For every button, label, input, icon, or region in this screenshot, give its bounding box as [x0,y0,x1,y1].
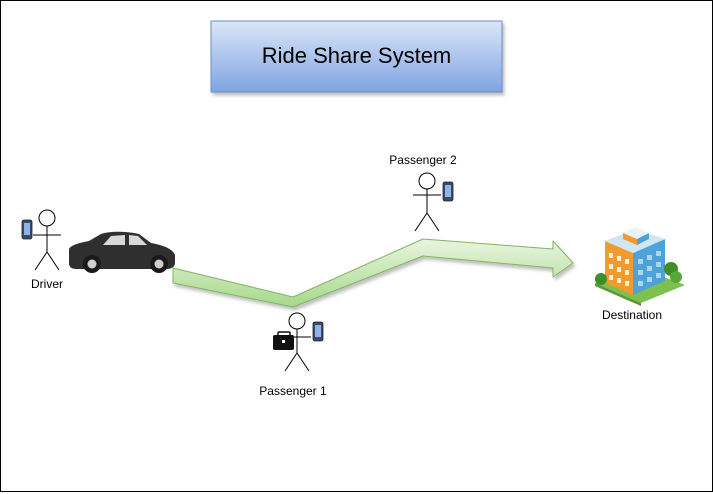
phone-icon [312,321,324,342]
title-box: Ride Share System [210,20,503,93]
building-icon [595,227,685,306]
car-icon [69,231,175,273]
driver-label: Driver [31,277,63,291]
driver: Driver [21,209,175,291]
briefcase-icon [273,331,294,350]
destination-label: Destination [602,308,662,322]
phone-icon [442,181,454,202]
phone-icon [21,219,33,240]
passenger-1: Passenger 1 [259,312,327,398]
route-arrow [172,238,574,308]
passenger-1-label: Passenger 1 [259,384,327,398]
passenger-2-label: Passenger 2 [389,153,457,167]
page-title: Ride Share System [262,43,452,68]
destination: Destination [595,227,685,322]
passenger-2: Passenger 2 [389,153,457,232]
stick-figure-icon [413,172,441,232]
stick-figure-icon [33,209,61,271]
